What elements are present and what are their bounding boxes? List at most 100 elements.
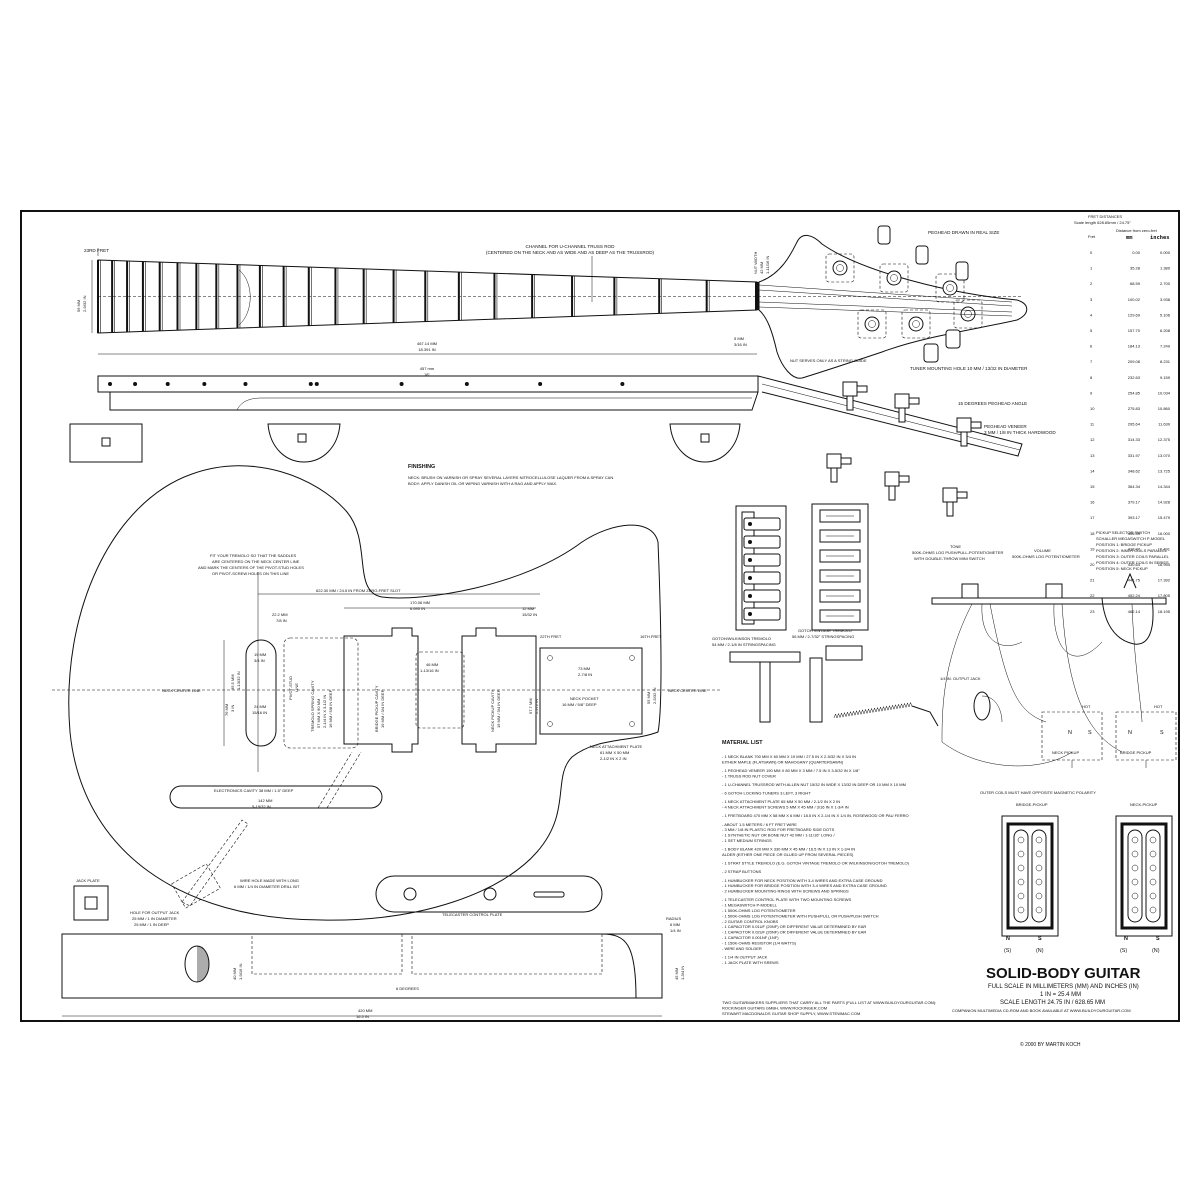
dim-355-mm: 35.5 MM [230, 674, 235, 690]
saddle-screw [748, 612, 752, 616]
dim-22-mm: 22.2 MM [272, 612, 288, 617]
fret-mm: 68.59 [1130, 281, 1141, 286]
gotoh-vintage-spacing: 56 MM / 2-7/32" STRINGSPACING [792, 634, 854, 639]
material-line: - 1 HUMBUCKER FOR NECK POSITION WITH 3-4… [722, 878, 883, 883]
fret-mm: 348.62 [1128, 468, 1141, 473]
tuner-post [946, 284, 954, 292]
fret-inches: 16.491 [1158, 546, 1171, 551]
pole-piece [1131, 864, 1139, 872]
tone-label: TONE [950, 544, 961, 549]
material-line: - 1 U-CHANNEL TRUSSROD WITH ALLEN NUT 15… [722, 782, 906, 787]
tuner-outline [825, 253, 855, 283]
spring-cavity-size-mm: 57 MM X 90 MM [316, 699, 321, 728]
pickup-coil-a [1127, 829, 1143, 923]
fret-inches: 15.479 [1158, 515, 1171, 520]
fret-inches: 13.725 [1158, 468, 1171, 473]
fret-number: 22 [1090, 593, 1095, 598]
side-tuner-key [956, 491, 968, 499]
spring-cavity-depth: 16 MM / 5/8 IN DEEP [328, 689, 333, 728]
veneer-label: PEGHEAD VENEER [984, 424, 1027, 429]
side-dot [538, 382, 543, 386]
material-list-title: MATERIAL LIST [722, 740, 763, 746]
pole-piece [1149, 878, 1157, 886]
fret-number: 19 [1090, 546, 1095, 551]
fret-mm: 209.08 [1128, 359, 1141, 364]
material-line: EITHER MAPLE (FLATSAWN) OR MAHOGANY (QUA… [722, 759, 844, 764]
side-tuner-key [908, 397, 920, 405]
dim-19-in: 3/4 IN [254, 658, 265, 663]
saddle-screw [748, 540, 752, 544]
fret-number: 1 [1090, 266, 1093, 271]
fret-inches: 11.639 [1158, 422, 1171, 427]
bridge-s-label: S [1038, 936, 1042, 942]
pole-piece [1017, 864, 1025, 872]
side-tuner-body [826, 453, 842, 469]
fret22-label: 22TH FRET [540, 634, 562, 639]
dim-40-mm: 40 MM [232, 968, 237, 980]
tuner-hole-label: TUNER MOUNTING HOLE 10 MM / 13/32 IN DIA… [910, 366, 1028, 371]
nut-width-label: NUT WIDTH [753, 252, 758, 274]
copyright-note: © 2000 BY MARTIN KOCH [1020, 1042, 1081, 1048]
fret-inches: 14.344 [1158, 484, 1171, 489]
material-line: - 4 NECK ATTACHMENT SCREWS 5 MM X 45 MM … [722, 805, 849, 810]
in-col-header: inches [1150, 235, 1169, 241]
fret-number: 12 [1090, 437, 1095, 442]
fret-number: 14 [1090, 468, 1095, 473]
attach-plate-size-mm: 61 MM X 50 MM [600, 750, 629, 755]
dim-45-in: 1-3/4 IN [680, 966, 685, 980]
fret-mm: 379.17 [1128, 500, 1141, 505]
tuner-key [945, 329, 961, 349]
pole-piece [1149, 892, 1157, 900]
material-line: - 2 GUITAR CONTROL KNOBS [722, 919, 779, 924]
pole-piece [1131, 878, 1139, 886]
fret-number: 2 [1090, 281, 1093, 286]
neck-center-line-right: NECK CENTER LINE [668, 688, 707, 693]
tuner-hole [886, 270, 902, 286]
pole-piece [1035, 892, 1043, 900]
pivot-line-label2: LINE [294, 683, 299, 692]
tone-switch-spec: WITH DOUBLE-THROW MINI SWITCH [914, 556, 985, 561]
pole-piece [1149, 850, 1157, 858]
screw-hole [547, 655, 553, 661]
dim-45-mm: 45 MM [674, 968, 679, 980]
dim-355-in: 1-13/32 IN [236, 671, 241, 690]
volume-label: VOLUME [1034, 548, 1051, 553]
material-line: - 1 SET MEDIUM STRINGS [722, 838, 772, 843]
wire-hole-spec: 6 MM / 1/4 IN DIAMETER DRILL BIT [234, 884, 300, 889]
nut-width-in: 1-11/16 IN [765, 256, 770, 274]
side-dot [133, 382, 138, 386]
screw-hole [629, 655, 635, 661]
material-line: - 1 NECK BLANK 700 MM X 60 MM X 19 MM / … [722, 754, 856, 759]
side-tuner-body [884, 471, 900, 487]
neck-pocket-label: NECK POCKET [570, 696, 599, 701]
bridge-cavity-label: BRIDGE PICKUP CAVITY [374, 685, 379, 732]
dim-73-in: 2-7/8 IN [578, 672, 592, 677]
material-line: - 1 TELECASTER CONTROL PLATE WITH TWO MO… [722, 897, 852, 902]
side-tuner-key [856, 385, 868, 393]
side-tuner-body [894, 393, 910, 409]
blueprint-sheet: 23RD FRET CHANNEL FOR U-CHANNEL TRUSS RO… [20, 210, 1180, 1022]
saddle-screw [748, 558, 752, 562]
side-dot [243, 382, 248, 386]
fret-number: 5 [1090, 328, 1093, 333]
fret-inches: 9.159 [1160, 375, 1171, 380]
zero-fret-distance: 622.30 MM / 24.5 IN FROM ZERO-FRET SLOT [316, 588, 401, 593]
peghead: PEGHEAD DRAWN IN REAL SIZE TUNER MOUNTIN… [758, 225, 1028, 406]
saddle [743, 571, 781, 585]
fret-number: 18 [1090, 531, 1095, 536]
nut-width-mm: 42 MM [759, 262, 764, 274]
neck-cavity-label: NECK PICKUP CAVITY [490, 689, 495, 732]
n-coil-2: N [1128, 730, 1132, 736]
side-tuner-post [960, 431, 968, 447]
pole-piece [1017, 850, 1025, 858]
tuner-key [915, 245, 929, 265]
fret-inches: 17.805 [1158, 593, 1171, 598]
fret-distance-table: FRET DISTANCES Scale length 628.65mm / 2… [1074, 214, 1171, 614]
neck-top-view: 23RD FRET CHANNEL FOR U-CHANNEL TRUSS RO… [76, 244, 1022, 363]
tuner-outline [935, 273, 965, 303]
neck-side-view: 457 mm 18" PEGHEAD VENEER 3 MM / 1/8 IN … [97, 366, 1056, 517]
material-line: - 1 FRETBOARD 470 MM X 58 MM X 6 MM / 18… [722, 813, 909, 818]
bridge-pickup-wiring-label: BRIDGE PICKUP [1120, 750, 1152, 755]
fret-number: 11 [1090, 422, 1095, 427]
bridge-s-paren: (S) [1004, 948, 1011, 954]
